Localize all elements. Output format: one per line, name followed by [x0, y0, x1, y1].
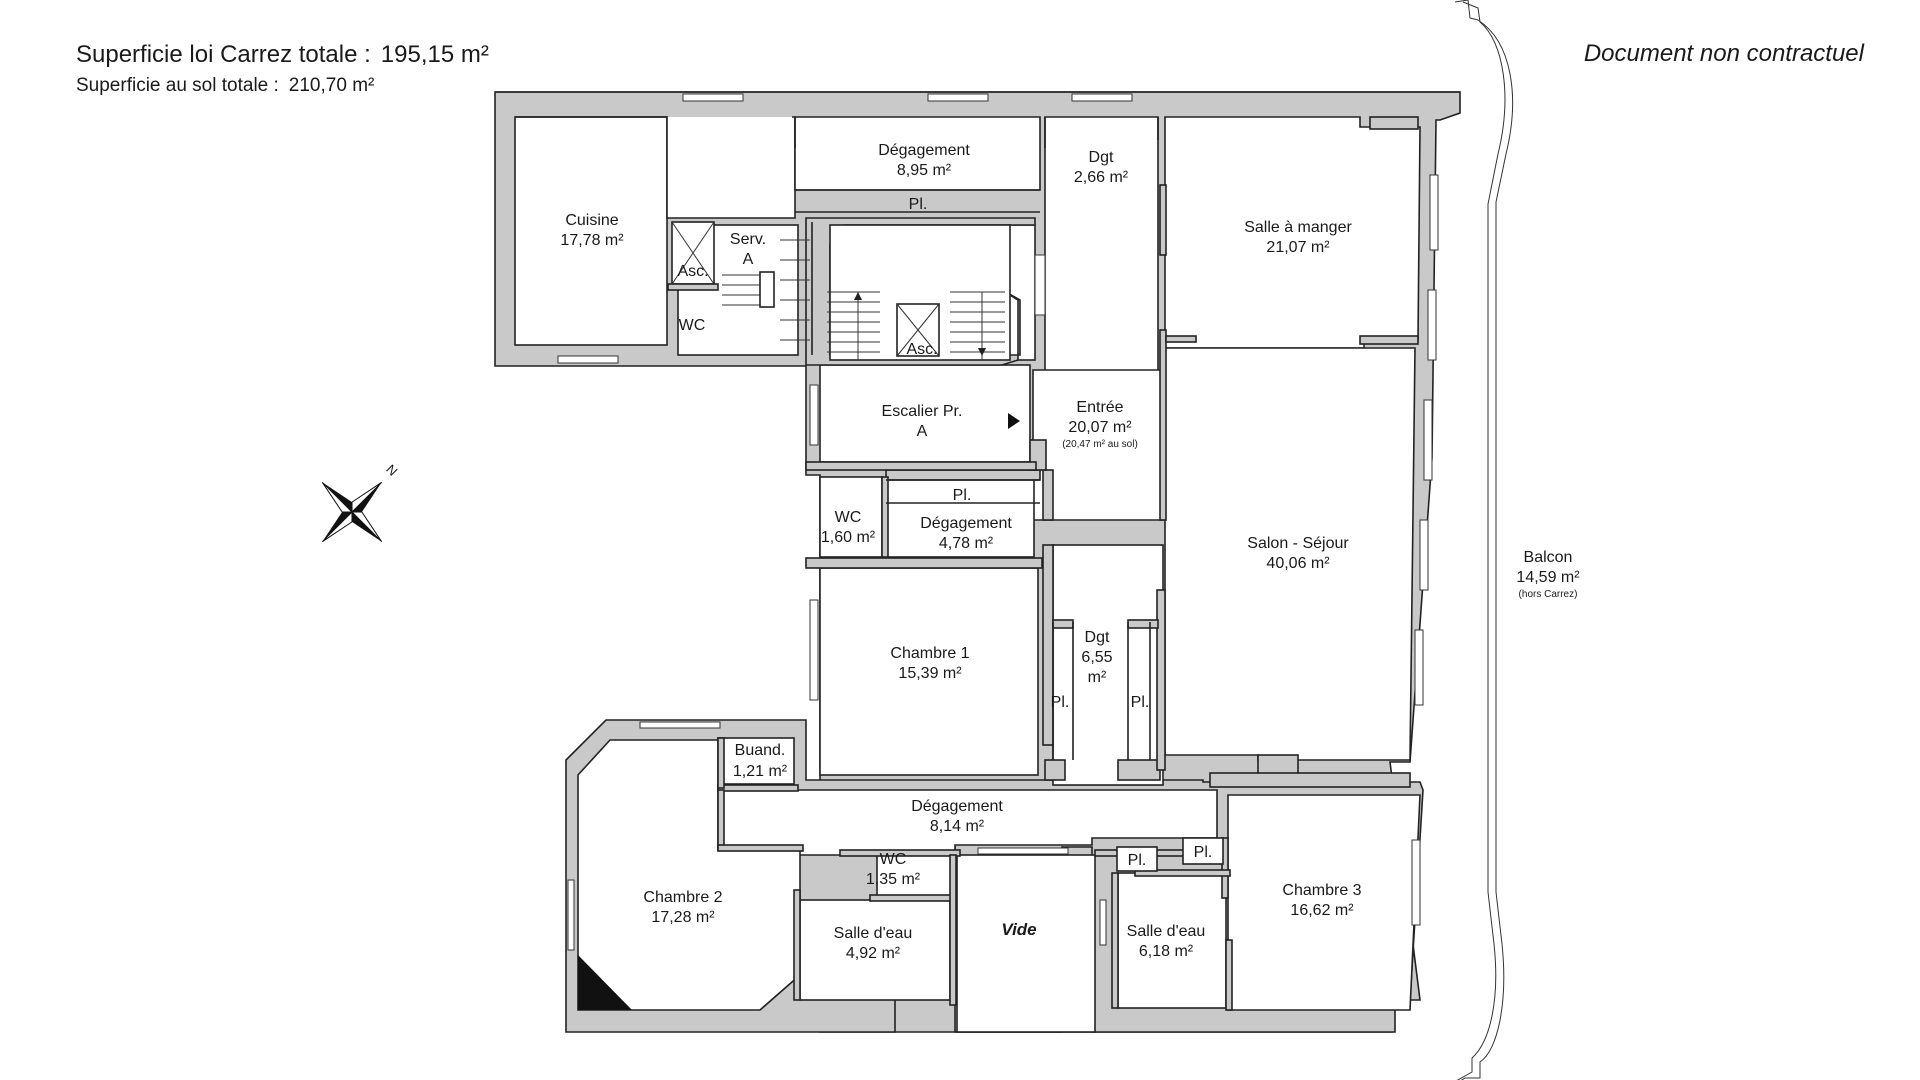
compass-rose: [321, 481, 383, 543]
label-balcon-note: (hors Carrez): [1519, 589, 1578, 600]
sol-line: Superficie au sol totale : 210,70 m²: [76, 74, 489, 98]
label-pl-mid: Pl.: [953, 487, 972, 504]
label-degagement-2: Dégagement: [920, 515, 1012, 532]
label-chambre-3: Chambre 3: [1282, 882, 1361, 899]
service-stair: [667, 221, 813, 355]
placard-lines: [795, 189, 1224, 872]
carrez-label: Superficie loi Carrez totale :: [76, 41, 371, 68]
label-escalier-sub: A: [917, 423, 928, 440]
label-chambre-3-area: 16,62 m²: [1290, 902, 1354, 919]
balcony-outline: [1454, 0, 1514, 1080]
label-salon-area: 40,06 m²: [1266, 555, 1330, 572]
label-salle-eau-2: Salle d'eau: [1127, 923, 1206, 940]
label-salle-eau-2-area: 6,18 m²: [1139, 943, 1194, 960]
label-chambre-1-area: 15,39 m²: [898, 665, 962, 682]
label-entree-area: 20,07 m²: [1068, 419, 1132, 436]
room-salle-eau-2: [1117, 872, 1227, 1009]
label-degagement-2-area: 4,78 m²: [939, 535, 994, 552]
windows: [557, 93, 1439, 951]
label-dgt-2-area-2: m²: [1088, 669, 1107, 686]
room-buand: [717, 737, 795, 785]
label-cuisine: Cuisine: [565, 212, 618, 229]
entry-arrow: [1008, 413, 1020, 429]
room-degagement-2: [885, 476, 1035, 558]
label-pl-sde-2: Pl.: [1194, 844, 1213, 861]
label-salle-manger: Salle à manger: [1244, 219, 1352, 236]
label-serv-sub: A: [743, 251, 754, 268]
sol-value: 210,70 m²: [288, 75, 375, 96]
label-chambre-1: Chambre 1: [890, 645, 969, 662]
label-degagement-3-area: 8,14 m²: [930, 818, 985, 835]
label-entree-note: (20,47 m² au sol): [1062, 439, 1138, 450]
room-vide: [956, 854, 1096, 1033]
label-dgt-2: Dgt: [1085, 629, 1110, 646]
label-salle-manger-area: 21,07 m²: [1266, 239, 1330, 256]
carrez-value: 195,15 m²: [380, 41, 489, 68]
room-labels: Cuisine 17,78 m² Dégagement 8,95 m² Pl. …: [560, 142, 1580, 962]
sol-label: Superficie au sol totale :: [76, 75, 279, 96]
label-pl-right: Pl.: [1131, 694, 1150, 711]
label-dgt-1-area: 2,66 m²: [1074, 169, 1129, 186]
label-wc-2: WC: [880, 851, 907, 868]
label-asc-1: Asc.: [677, 263, 708, 280]
label-buand-area: 1,21 m²: [733, 763, 788, 780]
label-pl-top: Pl.: [909, 196, 928, 213]
chambre-2-corner-mark: [578, 955, 632, 1010]
label-wc-1: WC: [835, 509, 862, 526]
room-chambre-3: [1227, 794, 1421, 1011]
label-chambre-2: Chambre 2: [643, 889, 722, 906]
label-dgt-1: Dgt: [1089, 149, 1114, 166]
room-chambre-1: [819, 567, 1039, 776]
room-cuisine: [514, 116, 668, 346]
label-balcon-area: 14,59 m²: [1516, 569, 1580, 586]
notice-text: Document non contractuel: [1583, 40, 1864, 67]
label-degagement-1: Dégagement: [878, 142, 970, 159]
label-chambre-2-area: 17,28 m²: [651, 909, 715, 926]
label-degagement-1-area: 8,95 m²: [897, 162, 952, 179]
label-balcon: Balcon: [1524, 549, 1573, 566]
label-pl-left: Pl.: [1051, 694, 1070, 711]
carrez-line: Superficie loi Carrez totale : 195,15 m²: [76, 40, 489, 70]
label-serv: Serv.: [730, 231, 766, 248]
room-salon: [1164, 347, 1416, 761]
compass-north-label: N: [383, 462, 400, 479]
label-wc-serv: WC: [679, 317, 706, 334]
label-salle-eau-1-area: 4,92 m²: [846, 945, 901, 962]
label-vide: Vide: [1001, 920, 1036, 939]
label-salle-eau-1: Salle d'eau: [834, 925, 913, 942]
label-degagement-3: Dégagement: [911, 798, 1003, 815]
label-buand: Buand.: [735, 742, 786, 759]
label-wc-1-area: 1,60 m²: [821, 529, 876, 546]
label-cuisine-area: 17,78 m²: [560, 232, 624, 249]
label-salon: Salon - Séjour: [1247, 535, 1349, 552]
label-asc-2: Asc.: [906, 341, 937, 358]
stair-core: [805, 217, 1036, 366]
header: Superficie loi Carrez totale :195,15 m² …: [76, 40, 489, 98]
label-entree: Entrée: [1076, 399, 1123, 416]
label-pl-sde-1: Pl.: [1128, 852, 1147, 869]
label-dgt-2-area-1: 6,55: [1081, 649, 1112, 666]
label-wc-2-area: 1,35 m²: [866, 871, 921, 888]
label-escalier: Escalier Pr.: [882, 403, 963, 420]
room-wc-1: [819, 476, 883, 558]
